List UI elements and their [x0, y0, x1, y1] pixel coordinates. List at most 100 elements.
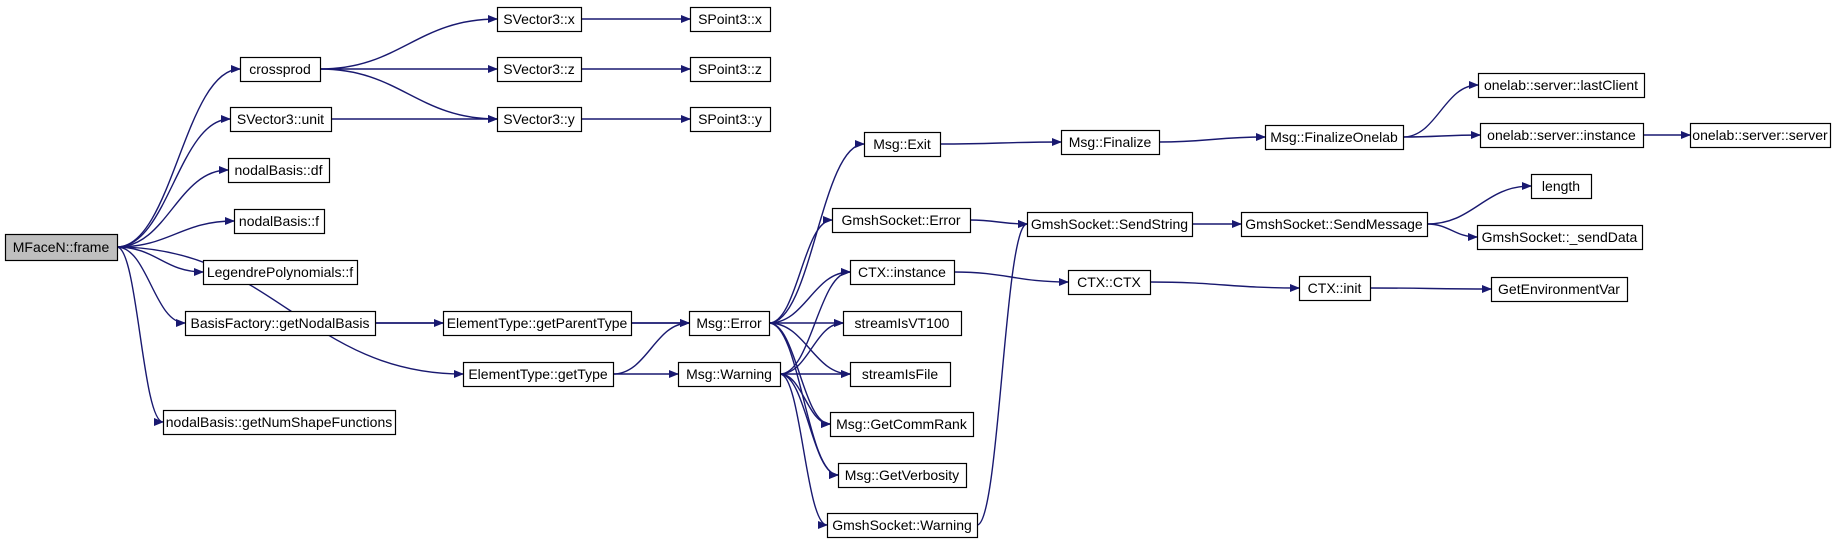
node-box-nodalbasis-f[interactable]: [233, 208, 326, 235]
node-box-onelab-server-server[interactable]: [1689, 122, 1832, 149]
node-box-msg-getcommrank[interactable]: [829, 411, 975, 438]
node-box-streamisvt100[interactable]: [842, 310, 963, 337]
edge-msg-warning-to-msg-getverbosity: [779, 373, 839, 479]
node-box-legendrepolynomials-f[interactable]: [202, 259, 359, 286]
node-box-gmshsocket-senddata[interactable]: [1476, 224, 1644, 251]
node-box-elementtype-gettype[interactable]: [462, 361, 615, 388]
edge-msg-error-to-streamisfile: [768, 322, 851, 378]
node-box-gmshsocket-warning[interactable]: [826, 512, 979, 539]
node-msg-getverbosity[interactable]: Msg::GetVerbosity: [837, 462, 968, 489]
edge-msg-finalizeonelab-to-onelab-server-lastclient: [1402, 81, 1479, 138]
node-box-ctx-init[interactable]: [1298, 275, 1372, 302]
node-msg-error[interactable]: Msg::Error: [688, 310, 771, 337]
node-box-msg-finalizeonelab[interactable]: [1264, 124, 1405, 151]
node-crossprod[interactable]: crossprod: [239, 56, 322, 83]
edge-mfacen-frame-to-svector3-unit: [116, 115, 231, 248]
node-box-gmshsocket-error[interactable]: [831, 207, 972, 234]
node-box-gmshsocket-sendmessage[interactable]: [1240, 211, 1429, 238]
node-label-onelab-server-lastclient: onelab::server::lastClient: [1484, 77, 1638, 93]
node-box-crossprod[interactable]: [239, 56, 322, 83]
node-msg-finalizeonelab[interactable]: Msg::FinalizeOnelab: [1264, 124, 1405, 151]
node-nodalbasis-getnumshapefunctions[interactable]: nodalBasis::getNumShapeFunctions: [162, 409, 397, 436]
node-label-msg-error: Msg::Error: [696, 315, 762, 331]
node-label-crossprod: crossprod: [249, 61, 310, 77]
edge-gmshsocket-error-to-gmshsocket-sendstring: [969, 219, 1028, 228]
node-gmshsocket-warning[interactable]: GmshSocket::Warning: [826, 512, 979, 539]
node-basisfactory-getnodalbasis[interactable]: BasisFactory::getNodalBasis: [184, 310, 377, 337]
node-box-ctx-ctx[interactable]: [1067, 269, 1152, 296]
node-box-mfacen-frame[interactable]: [4, 233, 119, 262]
node-gmshsocket-senddata[interactable]: GmshSocket::_sendData: [1476, 224, 1644, 251]
node-box-ctx-instance[interactable]: [849, 259, 956, 286]
node-box-svector3-unit[interactable]: [229, 106, 333, 133]
node-label-elementtype-gettype: ElementType::getType: [468, 366, 608, 382]
edge-gmshsocket-warning-to-gmshsocket-sendstring: [976, 220, 1028, 526]
node-elementtype-getparenttype[interactable]: ElementType::getParentType: [442, 310, 633, 337]
edge-gmshsocket-sendmessage-to-length: [1426, 182, 1532, 225]
node-label-svector3-z: SVector3::z: [503, 61, 575, 77]
node-box-onelab-server-instance[interactable]: [1479, 122, 1645, 149]
node-label-ctx-ctx: CTX::CTX: [1077, 274, 1141, 290]
node-label-svector3-x: SVector3::x: [503, 11, 575, 27]
node-gmshsocket-sendmessage[interactable]: GmshSocket::SendMessage: [1240, 211, 1429, 238]
node-box-elementtype-getparenttype[interactable]: [442, 310, 633, 337]
edge-crossprod-to-svector3-x: [319, 15, 498, 70]
node-box-basisfactory-getnodalbasis[interactable]: [184, 310, 377, 337]
node-elementtype-gettype[interactable]: ElementType::getType: [462, 361, 615, 388]
node-gmshsocket-error[interactable]: GmshSocket::Error: [831, 207, 972, 234]
node-box-getenvironmentvar[interactable]: [1490, 276, 1629, 303]
node-box-spoint3-z[interactable]: [689, 56, 772, 83]
node-streamisfile[interactable]: streamIsFile: [849, 361, 952, 388]
node-box-msg-getverbosity[interactable]: [837, 462, 968, 489]
node-box-streamisfile[interactable]: [849, 361, 952, 388]
node-label-svector3-y: SVector3::y: [503, 111, 575, 127]
node-box-svector3-y[interactable]: [496, 106, 583, 133]
node-box-onelab-server-lastclient[interactable]: [1477, 72, 1646, 99]
node-box-msg-error[interactable]: [688, 310, 771, 337]
node-box-length[interactable]: [1530, 173, 1593, 200]
node-label-gmshsocket-warning: GmshSocket::Warning: [832, 517, 972, 533]
node-label-onelab-server-server: onelab::server::server: [1692, 127, 1828, 143]
node-streamisvt100[interactable]: streamIsVT100: [842, 310, 963, 337]
node-box-msg-warning[interactable]: [677, 361, 782, 388]
node-ctx-init[interactable]: CTX::init: [1298, 275, 1372, 302]
node-box-spoint3-y[interactable]: [689, 106, 772, 133]
node-onelab-server-lastclient[interactable]: onelab::server::lastClient: [1477, 72, 1646, 99]
node-getenvironmentvar[interactable]: GetEnvironmentVar: [1490, 276, 1629, 303]
node-ctx-instance[interactable]: CTX::instance: [849, 259, 956, 286]
node-ctx-ctx[interactable]: CTX::CTX: [1067, 269, 1152, 296]
node-mfacen-frame[interactable]: MFaceN::frame: [4, 233, 119, 262]
node-gmshsocket-sendstring[interactable]: GmshSocket::SendString: [1026, 211, 1194, 238]
node-spoint3-y[interactable]: SPoint3::y: [689, 106, 772, 133]
node-msg-exit[interactable]: Msg::Exit: [863, 131, 942, 158]
node-spoint3-z[interactable]: SPoint3::z: [689, 56, 772, 83]
node-msg-warning[interactable]: Msg::Warning: [677, 361, 782, 388]
node-msg-finalize[interactable]: Msg::Finalize: [1060, 129, 1161, 156]
node-spoint3-x[interactable]: SPoint3::x: [689, 6, 772, 33]
node-nodalbasis-df[interactable]: nodalBasis::df: [227, 157, 331, 184]
node-svector3-y[interactable]: SVector3::y: [496, 106, 583, 133]
node-box-msg-finalize[interactable]: [1060, 129, 1161, 156]
node-legendrepolynomials-f[interactable]: LegendrePolynomials::f: [202, 259, 359, 286]
node-nodalbasis-f[interactable]: nodalBasis::f: [233, 208, 326, 235]
node-box-nodalbasis-getnumshapefunctions[interactable]: [162, 409, 397, 436]
node-onelab-server-instance[interactable]: onelab::server::instance: [1479, 122, 1645, 149]
node-box-spoint3-x[interactable]: [689, 6, 772, 33]
node-label-streamisfile: streamIsFile: [862, 366, 938, 382]
node-svector3-unit[interactable]: SVector3::unit: [229, 106, 333, 133]
node-msg-getcommrank[interactable]: Msg::GetCommRank: [829, 411, 975, 438]
node-label-gmshsocket-error: GmshSocket::Error: [841, 212, 960, 228]
node-onelab-server-server[interactable]: onelab::server::server: [1689, 122, 1832, 149]
node-box-nodalbasis-df[interactable]: [227, 157, 331, 184]
edge-layer: [116, 15, 1691, 529]
node-label-mfacen-frame: MFaceN::frame: [13, 239, 110, 255]
node-svector3-z[interactable]: SVector3::z: [496, 56, 583, 83]
node-box-svector3-x[interactable]: [496, 6, 583, 33]
node-box-svector3-z[interactable]: [496, 56, 583, 83]
node-box-msg-exit[interactable]: [863, 131, 942, 158]
node-box-gmshsocket-sendstring[interactable]: [1026, 211, 1194, 238]
node-svector3-x[interactable]: SVector3::x: [496, 6, 583, 33]
node-label-msg-exit: Msg::Exit: [873, 136, 931, 152]
node-length[interactable]: length: [1530, 173, 1593, 200]
